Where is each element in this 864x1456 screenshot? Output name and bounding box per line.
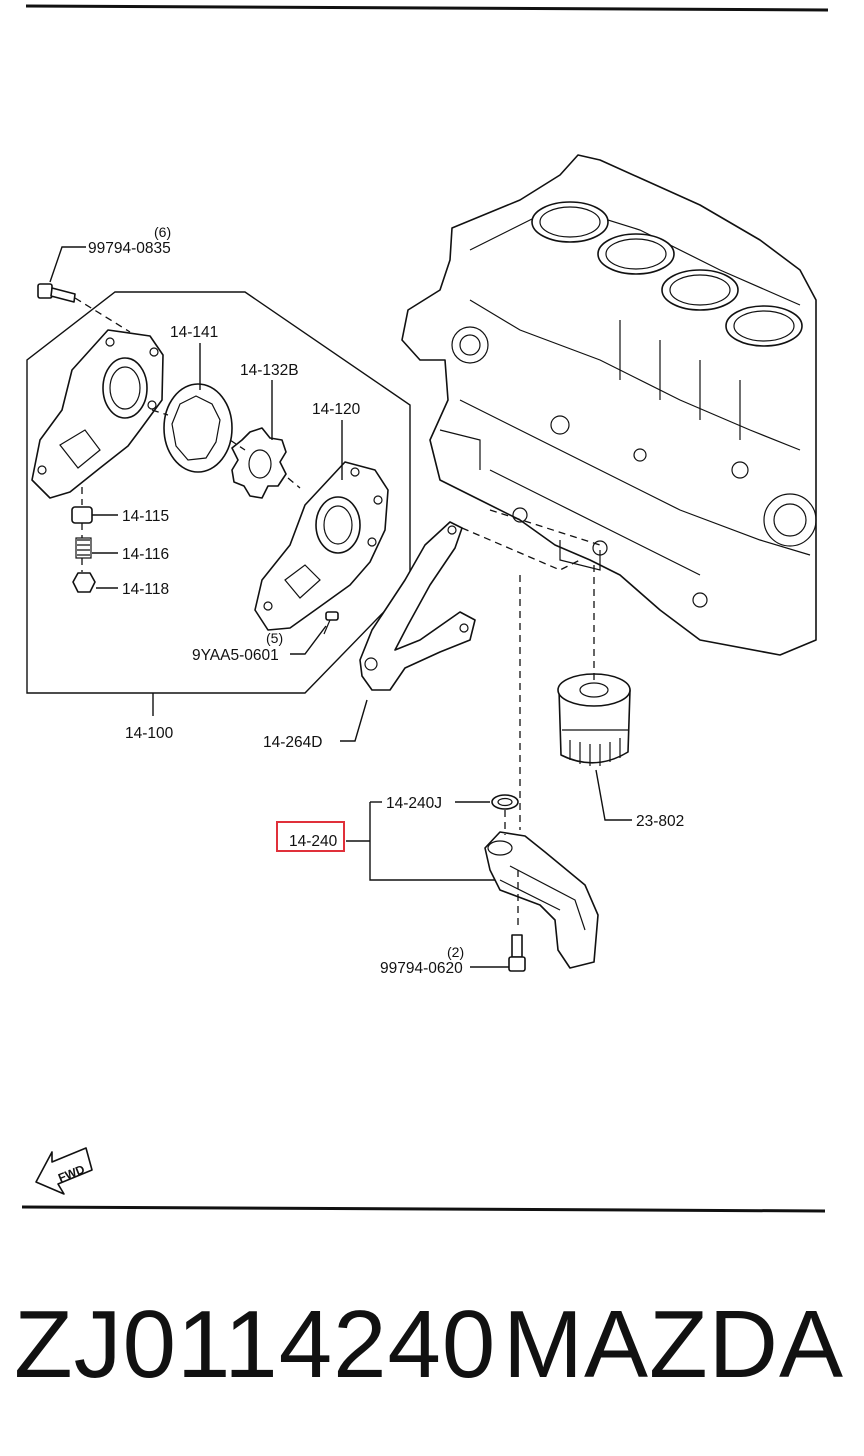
spring-label: 14-116	[122, 546, 169, 563]
bottom-rule	[21, 1205, 826, 1213]
screw	[323, 611, 339, 635]
plug-label: 14-115	[122, 508, 169, 525]
strainer-bolt-qty: (2)	[447, 944, 464, 960]
strainer-highlight-box	[276, 821, 345, 852]
screw-label: 9YAA5-0601	[192, 647, 279, 664]
strainer-label: 14-240	[289, 833, 338, 850]
plug-part	[71, 506, 93, 524]
pump-assembly-label: 14-100	[125, 725, 174, 742]
outer-rotor	[163, 383, 233, 473]
spring-part	[75, 537, 92, 559]
engine-block	[401, 154, 817, 656]
gasket-label: 14-264D	[263, 734, 322, 751]
pump-assembly-frame	[26, 291, 411, 694]
strainer-bolt-label: 99794-0620	[380, 960, 463, 977]
strainer-oring-label: 14-240J	[386, 795, 442, 812]
oil-filter	[557, 673, 631, 766]
inner-rotor	[231, 427, 287, 499]
pump-cover	[254, 461, 389, 631]
pump-cover-label: 14-120	[312, 401, 361, 418]
fwd-arrow-icon: FWD	[35, 1147, 93, 1195]
relief-plug-label: 14-118	[122, 581, 169, 598]
screw-qty: (5)	[266, 630, 283, 646]
bolt-top-label: 99794-0835	[88, 240, 171, 257]
leader-lines	[49, 246, 632, 968]
strainer	[484, 831, 599, 969]
strainer-bolt	[508, 934, 526, 972]
oil-filter-label: 23-802	[636, 813, 684, 830]
top-bolt	[37, 283, 76, 303]
outer-rotor-label: 14-141	[170, 324, 218, 341]
strainer-oring	[491, 794, 519, 810]
footer: ZJ0114240 MAZDA	[0, 1290, 864, 1400]
brand-name: MAZDA	[503, 1291, 844, 1398]
relief-plug-part	[72, 572, 96, 593]
inner-rotor-label: 14-132B	[240, 362, 299, 379]
assembly-lines	[74, 297, 601, 930]
pump-body	[31, 329, 164, 499]
bolt-top-qty: (6)	[154, 224, 171, 240]
top-rule	[25, 4, 829, 12]
gasket	[359, 521, 476, 691]
part-number: ZJ0114240	[14, 1291, 497, 1398]
